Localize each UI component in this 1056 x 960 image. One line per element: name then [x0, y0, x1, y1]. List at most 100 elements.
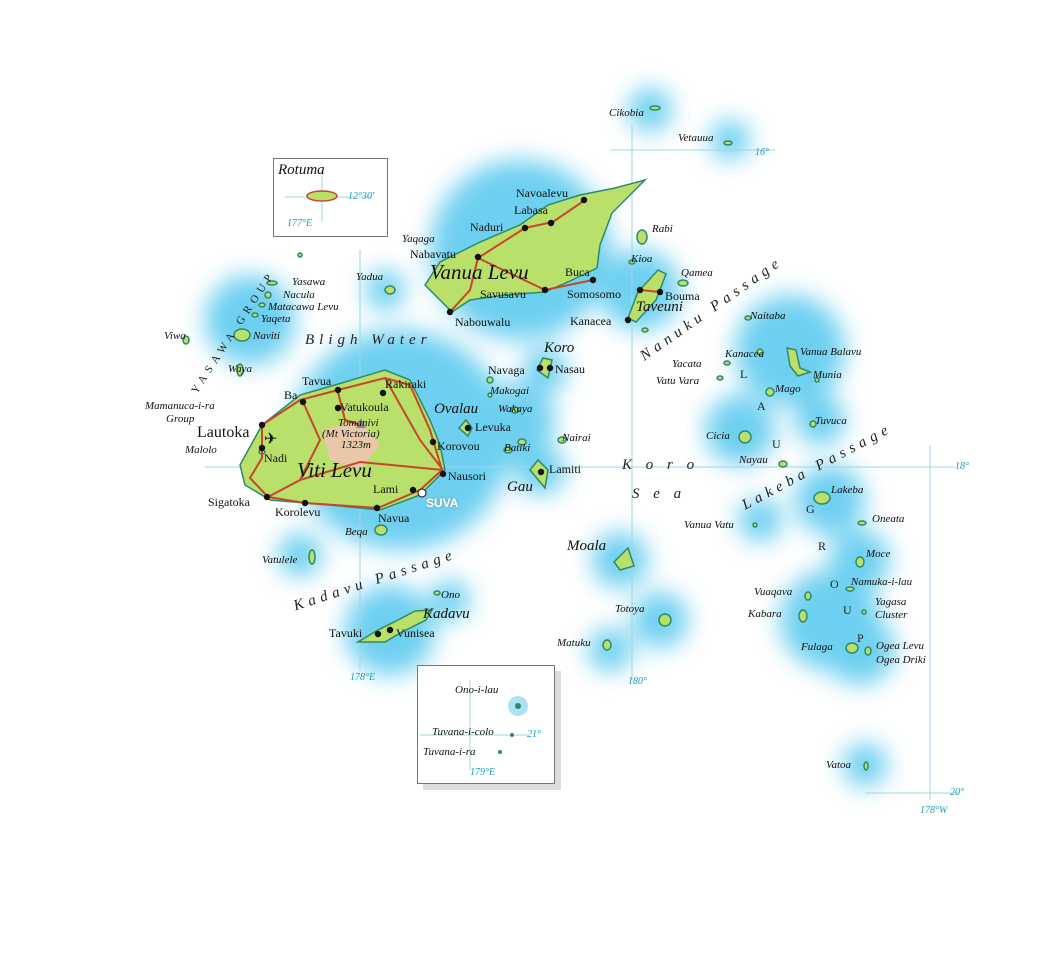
label-vetauua: Vetauua	[678, 132, 714, 144]
small-island	[857, 520, 867, 526]
label-ono: Ono	[441, 589, 460, 601]
label-wakaya: Wakaya	[498, 403, 533, 415]
shallow-water-area	[485, 385, 555, 455]
town-dot-icon	[429, 438, 437, 446]
town-dot-icon	[541, 286, 549, 294]
small-island	[503, 446, 513, 454]
small-island	[716, 375, 724, 381]
label-moce: Moce	[866, 548, 891, 560]
label-matacawa-levu: Matacawa Levu	[268, 301, 339, 313]
rotuma-island	[306, 190, 338, 202]
town-dot-icon	[334, 404, 342, 412]
small-island	[636, 229, 648, 245]
peak-triangle-icon	[356, 418, 366, 428]
label-name: Tomanivi	[338, 417, 379, 429]
label-korovou: Korovou	[437, 439, 480, 453]
town-dot-icon	[301, 499, 309, 507]
town-dot-icon	[379, 389, 387, 397]
label-suva: SUVA	[426, 496, 459, 510]
road	[384, 377, 444, 471]
label-nasau: Nasau	[555, 362, 585, 376]
town-dot-icon	[580, 196, 588, 204]
label-kioa: Kioa	[631, 253, 653, 265]
small-island	[233, 328, 251, 342]
small-island	[744, 315, 752, 321]
lau-group-letter: U	[772, 437, 786, 451]
label-tuvuca: Tuvuca	[815, 415, 847, 427]
vanua-balavu-island	[786, 347, 813, 377]
small-island	[266, 280, 278, 286]
label-totoya: Totoya	[615, 603, 645, 615]
label-nairai: Nairai	[562, 432, 591, 444]
label-alt-name: (Mt Victoria)	[322, 428, 380, 440]
small-island	[602, 639, 612, 651]
label-rotuma-lat: 12°30'	[348, 191, 375, 202]
label-yasawa: Yasawa	[292, 276, 326, 288]
town-dot-icon	[546, 364, 554, 372]
small-island	[756, 348, 764, 356]
label-viwa: Viwa	[164, 330, 186, 342]
label-cikobia: Cikobia	[609, 107, 644, 119]
small-island	[813, 491, 831, 505]
label-korolevu: Korolevu	[275, 505, 321, 519]
label-viti-levu: Viti Levu	[297, 458, 372, 482]
shallow-water-area	[825, 615, 895, 685]
label-bouma: Bouma	[665, 289, 700, 303]
shallow-water-area	[795, 395, 845, 445]
lau-group-letter: L	[740, 367, 753, 381]
town-dot-icon	[547, 219, 555, 227]
label-moala: Moala	[567, 538, 607, 554]
label-vatukoula: Vatukoula	[340, 400, 389, 414]
small-island	[308, 549, 316, 565]
label-ono-i-lau: Ono-i-lau	[455, 684, 499, 696]
label-lat18: 18°	[955, 461, 969, 472]
label-tavua: Tavua	[302, 374, 332, 388]
small-island	[628, 259, 636, 265]
label-navua: Navua	[378, 511, 410, 525]
small-island	[641, 327, 649, 333]
label-vatoa: Vatoa	[826, 759, 852, 771]
label-fulaga: Fulaga	[801, 641, 833, 653]
label-kadavu: Kadavu	[423, 606, 470, 622]
label-vuaqava: Vuaqava	[754, 586, 793, 598]
small-island	[809, 420, 817, 428]
label-tuvana-i-colo: Tuvana-i-colo	[432, 726, 494, 738]
label-mamanuca1: Mamanuca-i-ra	[145, 400, 215, 412]
small-island	[765, 387, 775, 397]
label-qamea: Qamea	[681, 267, 713, 279]
label-inset-lat: 21°	[527, 729, 541, 740]
label-somosomo: Somosomo	[567, 287, 622, 301]
small-island	[845, 642, 859, 654]
label-vunisea: Vunisea	[396, 626, 435, 640]
town-dot-icon	[636, 286, 644, 294]
town-dot-icon	[299, 398, 307, 406]
moala-island	[613, 546, 635, 571]
label-koro: Koro	[544, 340, 575, 356]
label-vatulele: Vatulele	[262, 554, 298, 566]
town-dot-icon	[439, 470, 447, 478]
town-dot-icon	[624, 316, 632, 324]
label-sigatoka: Sigatoka	[208, 495, 250, 509]
lau-group-letter: U	[843, 603, 857, 617]
label-ba: Ba	[284, 388, 298, 402]
small-island	[236, 363, 244, 377]
label-vanua-vatu: Vanua Vatu	[684, 519, 734, 531]
small-island	[723, 140, 733, 146]
label-mamanuca2: Group	[166, 413, 195, 425]
label-matuku: Matuku	[557, 637, 591, 649]
lau-group-letter: G	[806, 502, 820, 516]
small-island	[814, 377, 820, 383]
town-dot-icon	[464, 424, 472, 432]
label-munia: Munia	[813, 369, 842, 381]
small-island	[510, 406, 520, 414]
label-elevation: 1323m	[341, 439, 371, 451]
label-bligh: Bligh Water	[305, 332, 432, 348]
town-dot-icon	[537, 468, 545, 476]
label-lon180: 180°	[628, 676, 647, 687]
small-island	[864, 646, 872, 656]
road	[639, 289, 661, 293]
label-rabi: Rabi	[652, 223, 673, 235]
